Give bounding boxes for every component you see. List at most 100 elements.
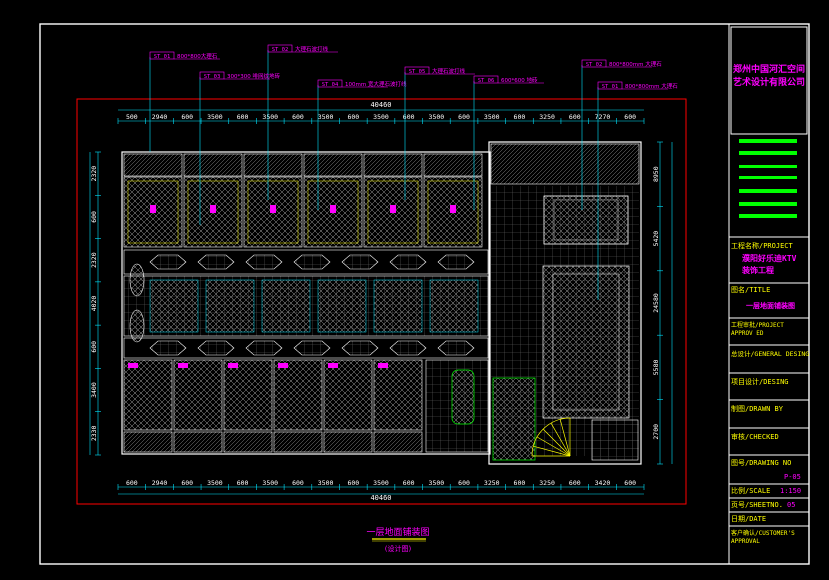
dimension-value: 600 <box>458 479 470 487</box>
room-top-strip <box>123 153 183 177</box>
material-marker <box>150 205 156 213</box>
material-marker <box>390 205 396 213</box>
dimension-value: 2330 <box>90 425 98 441</box>
right-main-hall-inner <box>552 273 620 411</box>
room-top-strip <box>303 153 363 177</box>
stair-tread <box>533 445 571 457</box>
corridor-octagon <box>437 340 475 356</box>
callout-tag-box <box>199 71 225 80</box>
room-border-line <box>127 180 179 244</box>
stair-tread <box>559 419 571 457</box>
dimension-value: 7270 <box>595 113 611 121</box>
callout-text: 800*800mm 大理石 <box>609 60 662 68</box>
callout-tag-box <box>597 81 623 90</box>
callout-tag-box <box>267 44 293 53</box>
building-right-block <box>488 141 642 465</box>
plan-red-frame <box>76 98 687 505</box>
company-name: 郑州中国河汇空间艺术设计有限公司 <box>733 65 806 88</box>
dimension-value: 600 <box>403 479 415 487</box>
corridor-octagon <box>293 254 331 270</box>
stair-tread <box>542 428 571 457</box>
callout-tag-box <box>149 51 175 60</box>
title-block-green-bars <box>739 139 797 218</box>
corridor-octagon <box>197 340 235 356</box>
dimension-value: 600 <box>569 479 581 487</box>
callout-text: 800*800大理石 <box>177 52 218 60</box>
material-marker <box>178 363 188 368</box>
material-marker <box>270 205 276 213</box>
corridor-octagon <box>341 254 379 270</box>
dimension-value: 3500 <box>262 479 278 487</box>
oval-feature <box>129 309 145 343</box>
oval-feature <box>129 263 145 297</box>
room-top-floor <box>363 176 423 248</box>
dimension-value: 600 <box>514 113 526 121</box>
corridor-octagon <box>341 340 379 356</box>
dimension-value: 3500 <box>484 113 500 121</box>
customer-approval-label: 客户确认/CUSTOMER'S APPROVAL <box>731 530 795 545</box>
spiral-stair <box>531 417 571 457</box>
corridor-octagon <box>149 340 187 356</box>
dimension-value: 3250 <box>484 479 500 487</box>
corridor-octagon <box>389 340 427 356</box>
dimension-value: 600 <box>347 479 359 487</box>
dimension-value: 3500 <box>318 113 334 121</box>
dimension-value: 600 <box>90 211 98 223</box>
right-top-strip <box>490 143 640 185</box>
callout-text: 600*600 地砖 <box>501 76 538 84</box>
room-top-strip <box>183 153 243 177</box>
scale-label: 比例/SCALE <box>731 487 771 495</box>
project-label: 工程名称/PROJECT <box>731 242 793 250</box>
callout-tag: ST 02 <box>272 47 289 53</box>
date-label: 日期/DATE <box>731 515 767 523</box>
callout-text: 大理石波打线 <box>295 45 329 53</box>
callout-label: ST 04 100mm 宽大理石波打线 <box>317 79 407 210</box>
dimension-value: 600 <box>237 479 249 487</box>
dimension-value: 3250 <box>539 479 555 487</box>
callout-tag: ST 06 <box>478 78 495 84</box>
callout-tag-box <box>581 59 607 68</box>
material-marker <box>378 363 388 368</box>
callout-label: ST 02 大理石波打线 <box>267 44 338 200</box>
project-name: 濮阳好乐迪KTV装饰工程 <box>742 254 797 275</box>
dimension-value: 600 <box>237 113 249 121</box>
dimension-value: 4020 <box>90 296 98 312</box>
design-label: 项目设计/DESING <box>731 378 789 386</box>
dimension-value: 600 <box>181 479 193 487</box>
callout-tag-box <box>473 75 499 84</box>
dimension-value: 5420 <box>652 231 660 247</box>
room-bottom-strip <box>123 431 173 453</box>
material-marker <box>450 205 456 213</box>
room-bottom-strip <box>223 431 273 453</box>
dimension-value: 600 <box>126 479 138 487</box>
dimension-value: 24580 <box>652 293 660 313</box>
stair-tread <box>550 422 571 457</box>
callout-text: 100mm 宽大理石波打线 <box>345 80 407 88</box>
dimension-value: 8950 <box>652 166 660 182</box>
room-bottom-floor <box>323 359 373 431</box>
drawn-by-label: 制图/DRAWN BY <box>731 405 783 413</box>
callout-text: 300*300 啡网纹地砖 <box>227 72 280 80</box>
drawing-no-label: 图号/DRAWING NO <box>731 459 792 467</box>
building-left-block <box>121 151 491 455</box>
overall-dimension-top: 40460 <box>370 101 391 109</box>
dimension-value: 2940 <box>152 479 168 487</box>
callout-tag-box <box>404 66 430 75</box>
dimension-value: 2320 <box>90 252 98 268</box>
stair-edge <box>531 417 571 457</box>
room-bottom-floor <box>123 359 173 431</box>
material-marker <box>330 205 336 213</box>
corridor-octagon <box>197 254 235 270</box>
dimension-value: 600 <box>624 113 636 121</box>
right-feature-room <box>543 195 629 245</box>
sheet-value: 05 <box>787 501 796 509</box>
room-top-strip <box>423 153 483 177</box>
dimension-value: 3500 <box>373 113 389 121</box>
callout-tag: ST 04 <box>322 82 339 88</box>
